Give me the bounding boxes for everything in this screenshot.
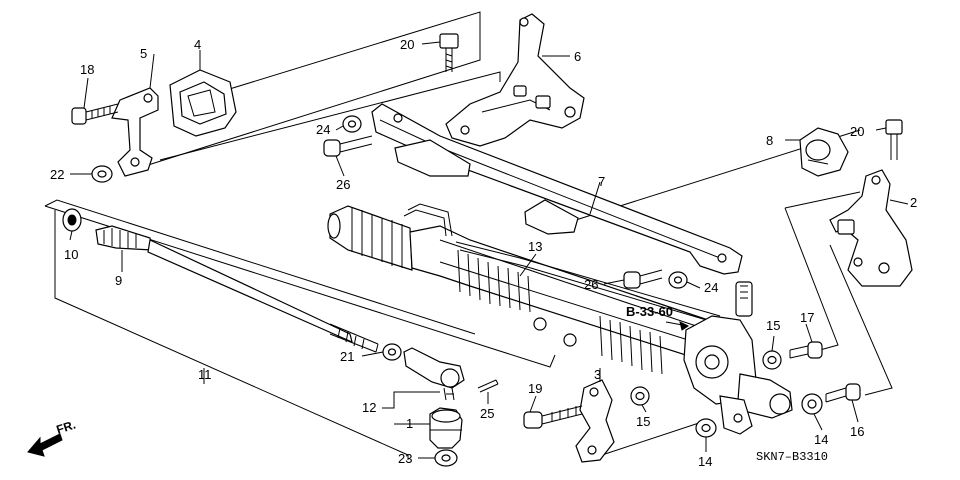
callout-1: 1	[406, 416, 413, 431]
nut-23	[434, 449, 458, 467]
mounting-cushion-4	[169, 69, 237, 137]
nut-15-left	[630, 386, 650, 406]
bolt-18	[71, 103, 119, 125]
callout-12: 12	[362, 400, 376, 415]
cotter-pin-25	[477, 379, 499, 393]
bolt-20-right	[885, 119, 903, 160]
callout-19: 19	[528, 381, 542, 396]
callout-23: 23	[398, 451, 412, 466]
callout-25: 25	[480, 406, 494, 421]
callout-24-upper: 24	[316, 122, 330, 137]
bolt-16	[825, 383, 861, 403]
nut-22	[91, 165, 113, 183]
callout-20-right: 20	[850, 124, 864, 139]
tie-rod-end-12	[403, 347, 465, 401]
bolt-26-upper	[323, 135, 373, 157]
front-direction-indicator: FR.	[27, 418, 78, 457]
nut-24-lower	[668, 271, 688, 289]
front-label: FR.	[55, 418, 78, 437]
nut-14-right	[801, 393, 823, 415]
nut-14-bottom	[695, 418, 717, 438]
reference-label: B-33-60	[626, 304, 673, 319]
bracket-6	[445, 13, 585, 147]
bolt-26-lower	[623, 269, 663, 289]
bolt-19	[523, 405, 583, 429]
callout-10: 10	[64, 247, 78, 262]
callout-13: 13	[528, 239, 542, 254]
reference-arrowhead	[679, 321, 689, 331]
callout-7: 7	[598, 174, 605, 189]
callout-9: 9	[115, 273, 122, 288]
bracket-3	[575, 379, 615, 463]
callout-15-right: 15	[766, 318, 780, 333]
callout-numbers: 5 4 18 22 20 6 24 26 8 20 2 7 10 9 13 26…	[50, 37, 917, 469]
steering-rack-13	[327, 203, 793, 435]
nut-21	[382, 343, 402, 361]
bolt-20-top	[439, 33, 459, 72]
callout-11: 11	[198, 367, 212, 382]
callout-8: 8	[766, 133, 773, 148]
diagram-code: SKN7–B3310	[756, 450, 828, 464]
callout-22: 22	[50, 167, 64, 182]
callout-24-lower: 24	[704, 280, 718, 295]
callout-leaders	[69, 41, 909, 459]
callout-16: 16	[850, 424, 864, 439]
bracket-2	[829, 169, 913, 287]
callout-14-right: 14	[814, 432, 828, 447]
callout-2: 2	[910, 195, 917, 210]
callout-17: 17	[800, 310, 814, 325]
callout-21: 21	[340, 349, 354, 364]
nut-15-right	[762, 350, 782, 370]
callout-26-lower: 26	[584, 277, 598, 292]
nut-24-upper	[342, 115, 362, 133]
callout-14-bottom: 14	[698, 454, 712, 469]
callout-15-left: 15	[636, 414, 650, 429]
bushing-bracket-5	[111, 87, 159, 177]
callout-6: 6	[574, 49, 581, 64]
bolt-17	[789, 341, 823, 359]
callout-4: 4	[194, 37, 201, 52]
bushing-8	[799, 127, 849, 177]
callout-26-upper: 26	[336, 177, 350, 192]
tie-rod-9	[95, 225, 379, 353]
washer-10	[62, 208, 82, 232]
boot-1	[429, 407, 463, 449]
callout-18: 18	[80, 62, 94, 77]
callout-20-top: 20	[400, 37, 414, 52]
front-arrow-icon	[27, 433, 63, 457]
callout-5: 5	[140, 46, 147, 61]
callout-3: 3	[594, 367, 601, 382]
stay-7	[371, 103, 743, 275]
